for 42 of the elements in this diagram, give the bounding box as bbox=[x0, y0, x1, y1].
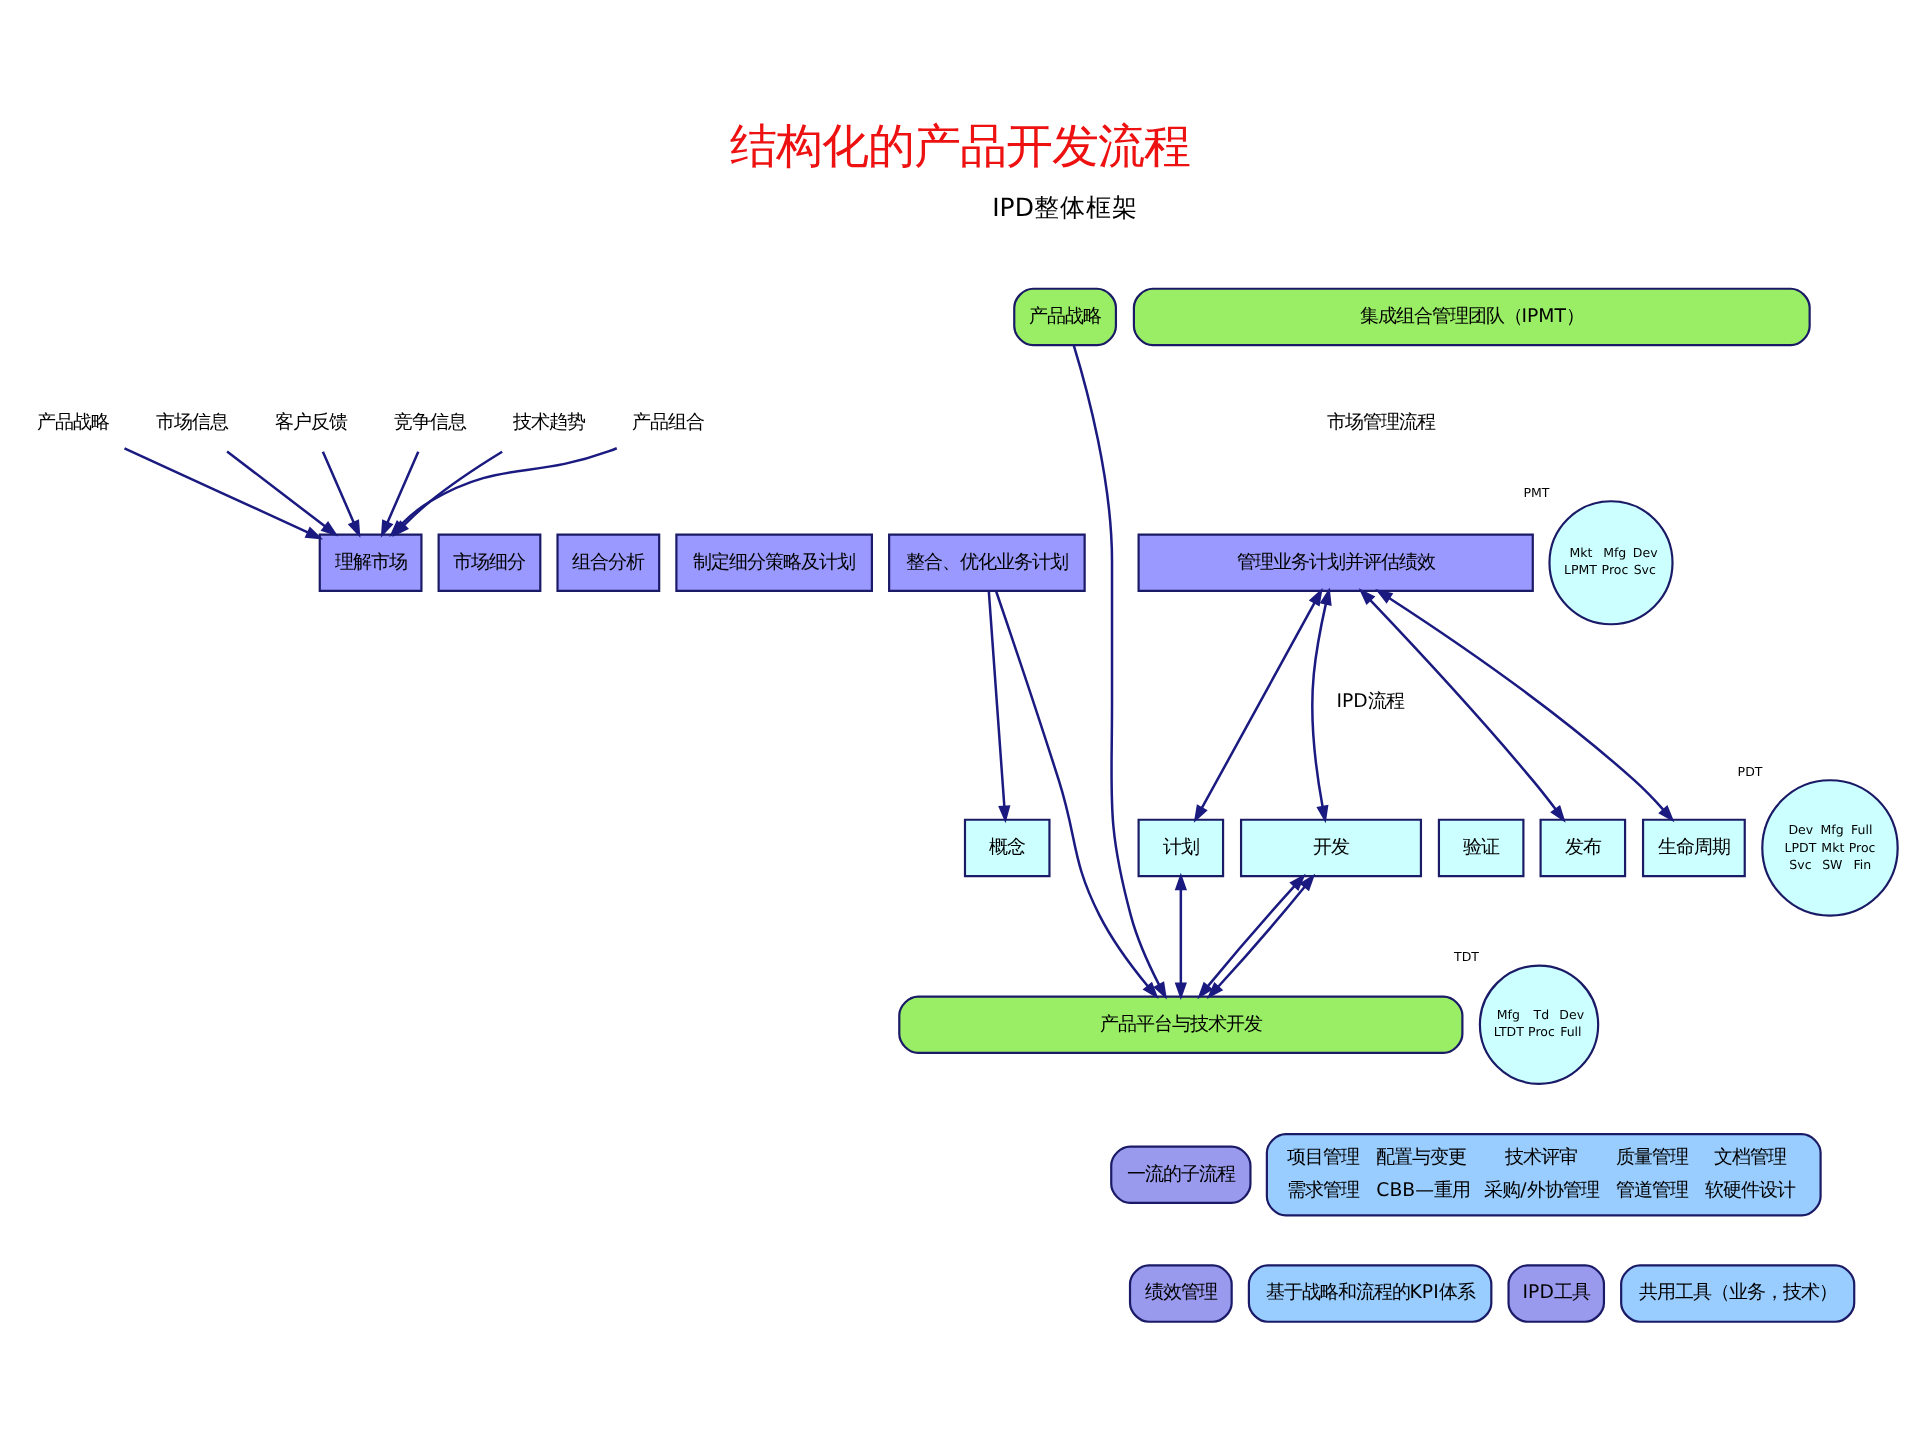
node-box: 项目管理 配置与变更 技术评审 质量管理 文档管理 需求管理 CBB—重用 采购/外协管理 管道管理 软硬件设计 bbox=[1265, 1132, 1822, 1217]
label: IPD整体框架 bbox=[992, 192, 1138, 223]
arrow bbox=[123, 447, 324, 540]
node-box: 一流的子流程 bbox=[1110, 1145, 1252, 1204]
arrow bbox=[321, 451, 361, 538]
node-box: 理解市场 bbox=[318, 533, 423, 592]
node-text: 市场信息 bbox=[156, 412, 229, 435]
node-box: 发布 bbox=[1539, 818, 1627, 878]
node-box: 组合分析 bbox=[556, 533, 661, 592]
diagram-title: 结构化的产品开发流程 bbox=[730, 118, 1191, 175]
node-box: 制定细分策略及计划 bbox=[675, 533, 873, 592]
label: 市场管理流程 bbox=[1327, 412, 1436, 435]
node-box: 概念 bbox=[963, 818, 1051, 878]
node-box: 基于战略和流程的KPI体系 bbox=[1247, 1264, 1493, 1323]
arrow bbox=[1311, 587, 1332, 824]
node-box: 产品平台与技术开发 bbox=[898, 995, 1464, 1054]
arrow bbox=[1072, 344, 1167, 1000]
node-box: 验证 bbox=[1437, 818, 1525, 878]
node-text: 竞争信息 bbox=[394, 412, 467, 435]
node-text: 产品战略 bbox=[37, 412, 110, 435]
arrow bbox=[1193, 588, 1323, 823]
node-text: 客户反馈 bbox=[275, 412, 348, 435]
node-box: 共用工具（业务，技术） bbox=[1620, 1264, 1856, 1323]
node-text: 产品组合 bbox=[631, 412, 704, 435]
arrow bbox=[1174, 872, 1187, 1000]
node-box: 整合、优化业务计划 bbox=[888, 533, 1086, 592]
node-box: IPD工具 bbox=[1507, 1264, 1606, 1323]
node-box: 开发 bbox=[1239, 818, 1423, 878]
arrow bbox=[1375, 589, 1675, 823]
arrow bbox=[1358, 588, 1566, 823]
node-text: 技术趋势 bbox=[512, 412, 585, 435]
node-box: 生命周期 bbox=[1641, 818, 1746, 878]
node-box: 市场细分 bbox=[437, 533, 542, 592]
node-box: 管理业务计划并评估绩效 bbox=[1137, 533, 1534, 592]
node-box: 产品战略 bbox=[1013, 287, 1118, 347]
arrow bbox=[987, 591, 1011, 824]
node-box: 绩效管理 bbox=[1128, 1264, 1233, 1323]
node-box: 计划 bbox=[1137, 818, 1225, 878]
arrow bbox=[995, 591, 1159, 1000]
node-box: 集成组合管理团队（IPMT） bbox=[1132, 287, 1811, 347]
label: IPD流程 bbox=[1336, 691, 1404, 714]
arrow bbox=[226, 450, 339, 537]
